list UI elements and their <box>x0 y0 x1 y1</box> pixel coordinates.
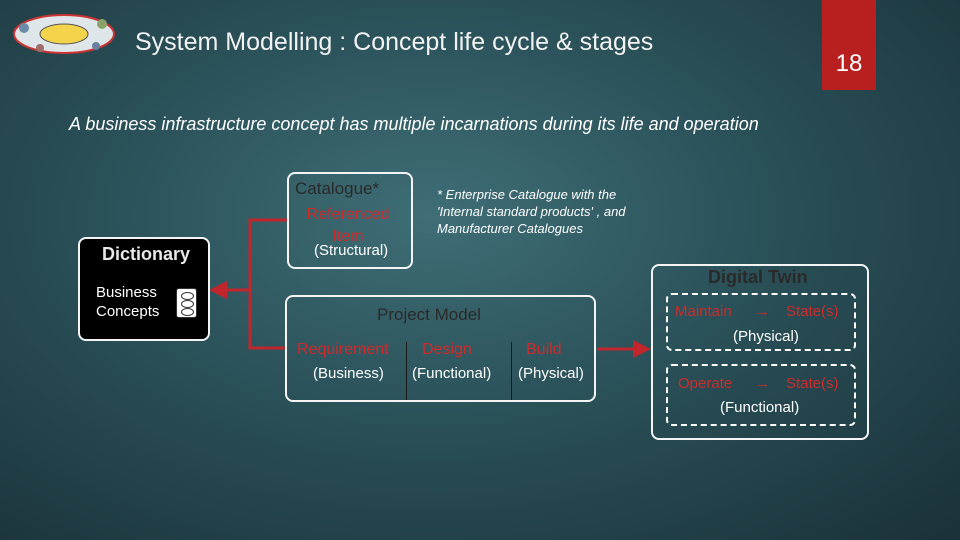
maintain-state-label: State(s) <box>786 303 839 320</box>
requirement-sub-label: (Business) <box>313 365 384 382</box>
operate-state-group <box>666 364 856 426</box>
catalogue-title: Catalogue* <box>295 179 380 198</box>
maintain-label: Maintain <box>675 303 732 320</box>
referenced-item-label: Referenced Item <box>306 206 390 245</box>
digital-twin-box <box>651 264 869 440</box>
maintain-type-label: (Physical) <box>733 328 799 345</box>
project-model-title: Project Model <box>377 305 481 324</box>
project-model-to-dictionary-connector <box>248 290 285 350</box>
page-number-badge: 18 <box>822 0 876 90</box>
intro-text: A business infrastructure concept has mu… <box>69 114 759 134</box>
catalogue-type-label: (Structural) <box>314 242 389 259</box>
column-divider <box>511 342 512 400</box>
operate-type-label: (Functional) <box>720 399 800 416</box>
catalogue-to-dictionary-connector <box>209 218 287 299</box>
catalogue-box <box>287 172 413 269</box>
design-label: Design <box>422 341 472 358</box>
business-concepts-label: Business Concepts <box>96 284 160 320</box>
logo-icon <box>13 14 115 54</box>
page-title: System Modelling : Concept life cycle & … <box>135 28 654 56</box>
book-stack-icon <box>176 288 197 318</box>
page-number: 18 <box>835 50 863 77</box>
requirement-label: Requirement <box>297 341 389 358</box>
maintain-arrow-icon: → <box>755 303 770 320</box>
build-label: Build <box>526 341 562 358</box>
dictionary-title: Dictionary <box>102 244 191 264</box>
design-sub-label: (Functional) <box>412 365 492 382</box>
maintain-state-group <box>666 293 856 351</box>
build-sub-label: (Physical) <box>518 365 584 382</box>
operate-state-label: State(s) <box>786 375 839 392</box>
operate-arrow-icon: → <box>755 375 770 392</box>
column-divider <box>406 342 407 400</box>
project-model-box <box>285 295 596 402</box>
operate-label: Operate <box>678 375 733 392</box>
digital-twin-title: Digital Twin <box>708 267 808 287</box>
catalogue-footnote: * Enterprise Catalogue with the 'Interna… <box>437 187 626 236</box>
